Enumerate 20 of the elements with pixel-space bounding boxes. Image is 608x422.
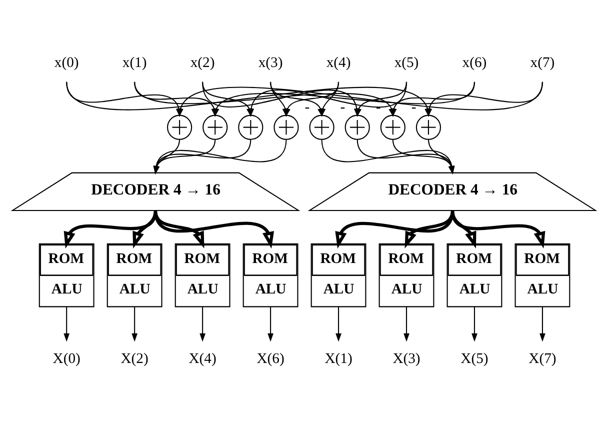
node-text: x(3) xyxy=(258,54,283,71)
node-text: x(5) xyxy=(394,54,419,71)
node-label: - xyxy=(340,99,346,116)
node-label: - xyxy=(411,99,416,116)
node-text: X(2) xyxy=(120,350,148,367)
node-text: X(1) xyxy=(324,350,352,367)
node-text: X(0) xyxy=(52,350,80,367)
node-label: - xyxy=(304,99,310,116)
node-label: - xyxy=(376,99,381,116)
node-text: x(7) xyxy=(530,54,555,71)
node-text: X(6) xyxy=(256,350,284,367)
node-text: X(4) xyxy=(188,350,216,367)
node-text: X(5) xyxy=(460,350,488,367)
node-text: X(3) xyxy=(392,350,420,367)
node-text: x(0) xyxy=(54,54,79,71)
node-text: x(4) xyxy=(326,54,351,71)
node-text: x(6) xyxy=(462,54,487,71)
node-text: X(7) xyxy=(528,350,556,367)
node-text: x(1) xyxy=(122,54,147,71)
node-text: x(2) xyxy=(190,54,215,71)
